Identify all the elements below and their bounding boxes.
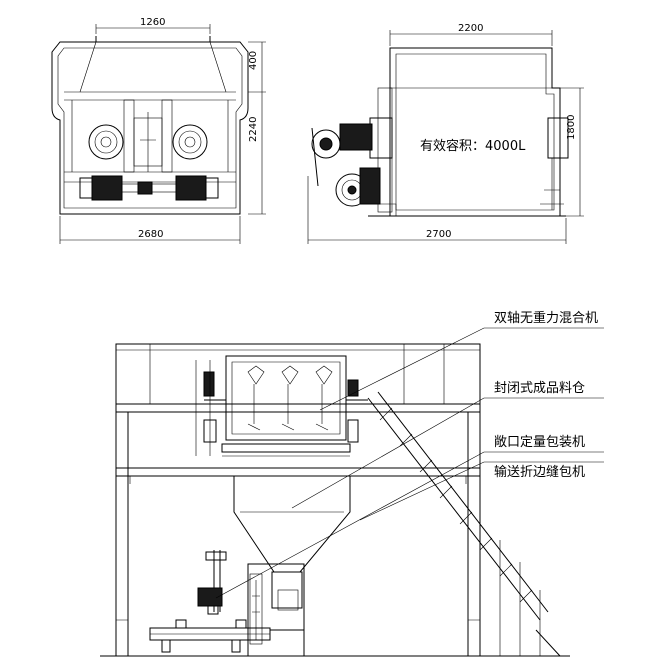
mixer-paddles bbox=[247, 365, 333, 431]
system-elevation bbox=[100, 343, 570, 657]
front-view: 1260 400 2240 2680 bbox=[51, 17, 266, 244]
dim-front-top-width: 1260 bbox=[140, 17, 165, 28]
capacity-label: 有效容积：4000L bbox=[420, 138, 526, 154]
callout-mixer: 双轴无重力混合机 bbox=[494, 310, 598, 326]
callout-silo: 封闭式成品料仓 bbox=[494, 381, 585, 396]
dim-side-top-width: 2200 bbox=[458, 23, 483, 34]
dim-front-total-height: 2240 bbox=[248, 117, 259, 142]
stairs bbox=[367, 391, 561, 657]
callout-sewing-conveyor: 输送折边缝包机 bbox=[494, 464, 585, 480]
side-view: 有效容积：4000L 2200 1800 2700 bbox=[307, 23, 584, 244]
dim-side-bottom-width: 2700 bbox=[426, 229, 451, 240]
dim-side-height: 1800 bbox=[566, 115, 577, 140]
callout-packer: 敞口定量包装机 bbox=[494, 434, 585, 450]
dim-front-bottom-width: 2680 bbox=[138, 229, 163, 240]
dim-front-top-height: 400 bbox=[248, 51, 259, 70]
callout-leaders bbox=[215, 327, 604, 599]
